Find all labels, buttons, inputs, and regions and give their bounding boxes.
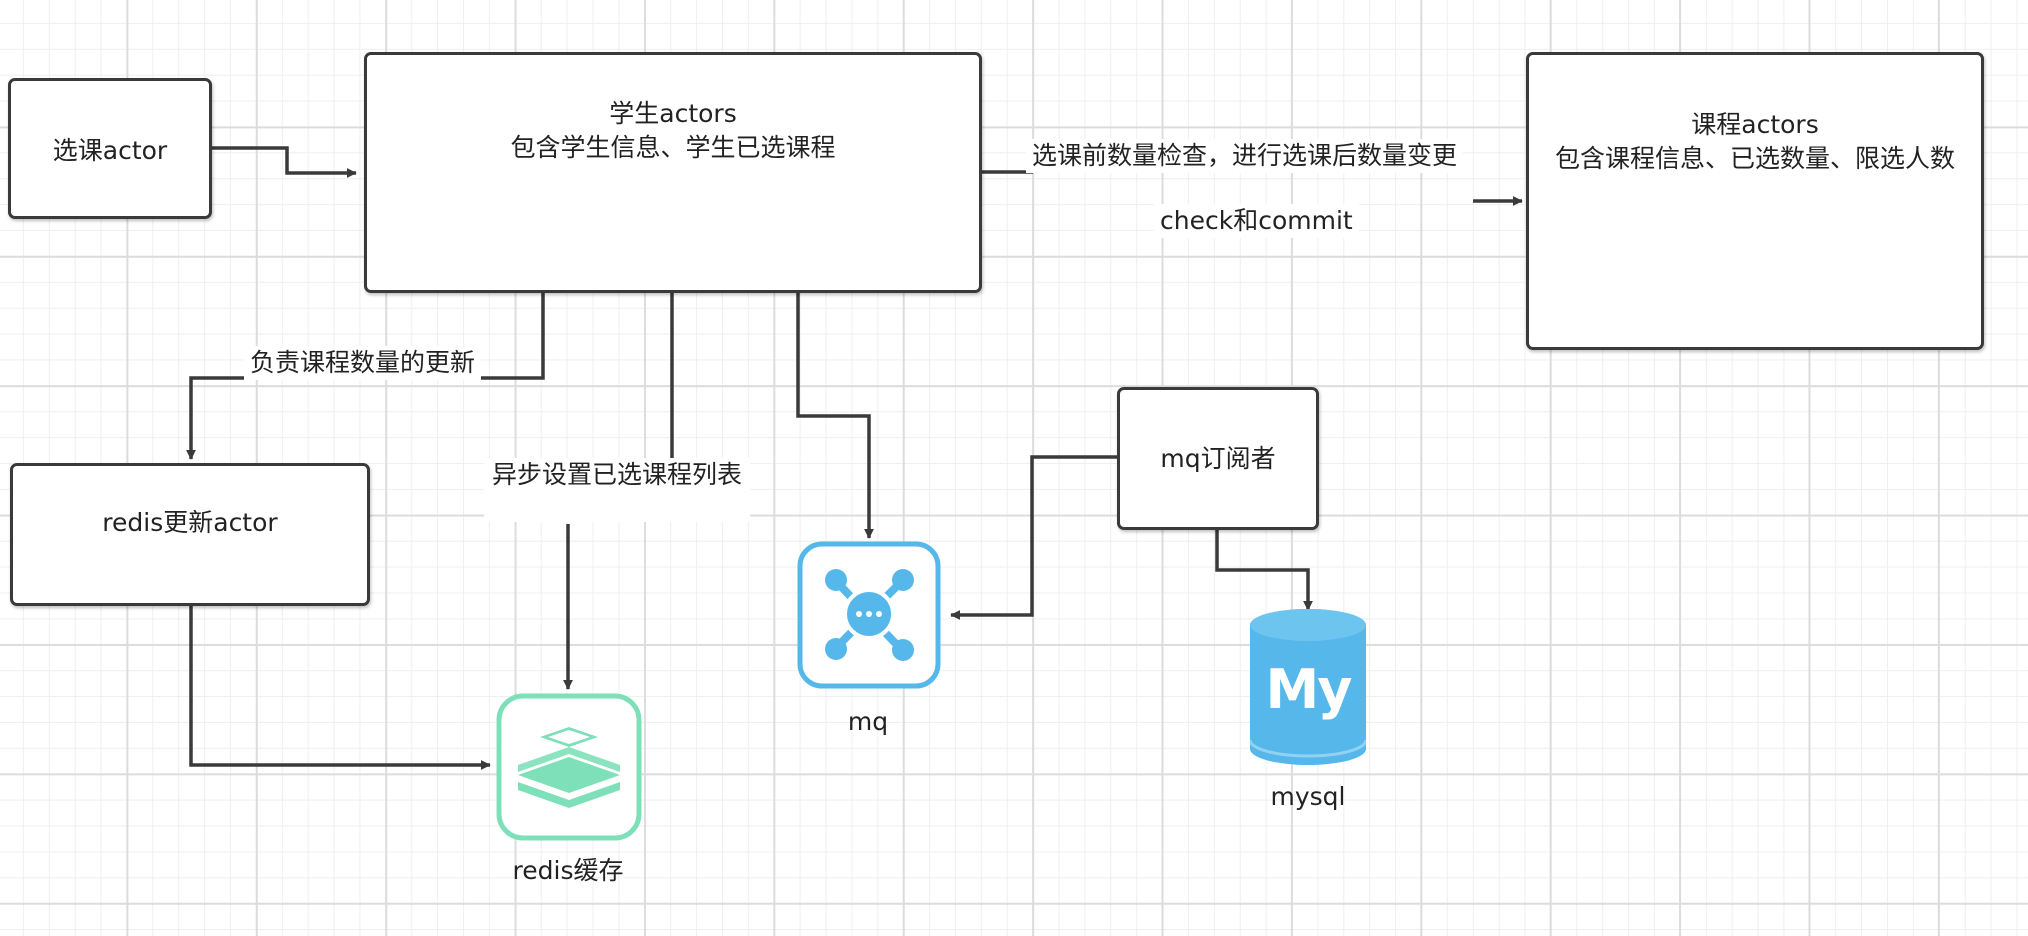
student-actors-desc: 包含学生信息、学生已选课程	[510, 133, 836, 162]
edge-subscriber-to-mysql	[1215, 529, 1313, 611]
edge-label-check-before: 选课前数量检查，进行选课后数量变更	[1026, 139, 1464, 173]
course-actors-desc: 包含课程信息、已选数量、限选人数	[1554, 144, 1955, 173]
redis-update-actor-text: redis更新actor	[102, 508, 278, 537]
course-actors-title: 课程actors	[1691, 110, 1819, 139]
redis-update-actor-node[interactable]: redis更新actor	[10, 463, 370, 606]
mq-label: mq	[847, 707, 889, 736]
edge-subscriber-to-mq	[950, 455, 1117, 620]
message-queue-icon	[797, 541, 941, 689]
redis-icon	[496, 693, 642, 841]
mq-subscriber-node[interactable]: mq订阅者	[1117, 387, 1319, 530]
select-actor-node[interactable]: 选课actor	[8, 78, 212, 219]
edge-label-check-commit: check和commit	[1154, 204, 1359, 238]
course-actors-node[interactable]: 课程actors 包含课程信息、已选数量、限选人数	[1526, 52, 1984, 350]
mysql-label: mysql	[1270, 782, 1346, 811]
edge-student-to-mq	[796, 293, 874, 539]
mysql-glyph: My	[1265, 658, 1353, 721]
student-actors-title: 学生actors	[609, 99, 737, 128]
student-actors-node[interactable]: 学生actors 包含学生信息、学生已选课程	[364, 52, 982, 293]
select-actor-text: 选课actor	[52, 136, 168, 165]
mq-subscriber-text: mq订阅者	[1160, 444, 1276, 473]
edge-label-course-count-update: 负责课程数量的更新	[244, 346, 482, 380]
redis-label: redis缓存	[512, 856, 624, 885]
edge-redis-actor-to-redis	[189, 605, 491, 770]
edge-label-async-set-list: 异步设置已选课程列表	[484, 458, 751, 522]
edge-select-to-student	[211, 146, 357, 178]
mysql-icon	[1248, 609, 1368, 765]
